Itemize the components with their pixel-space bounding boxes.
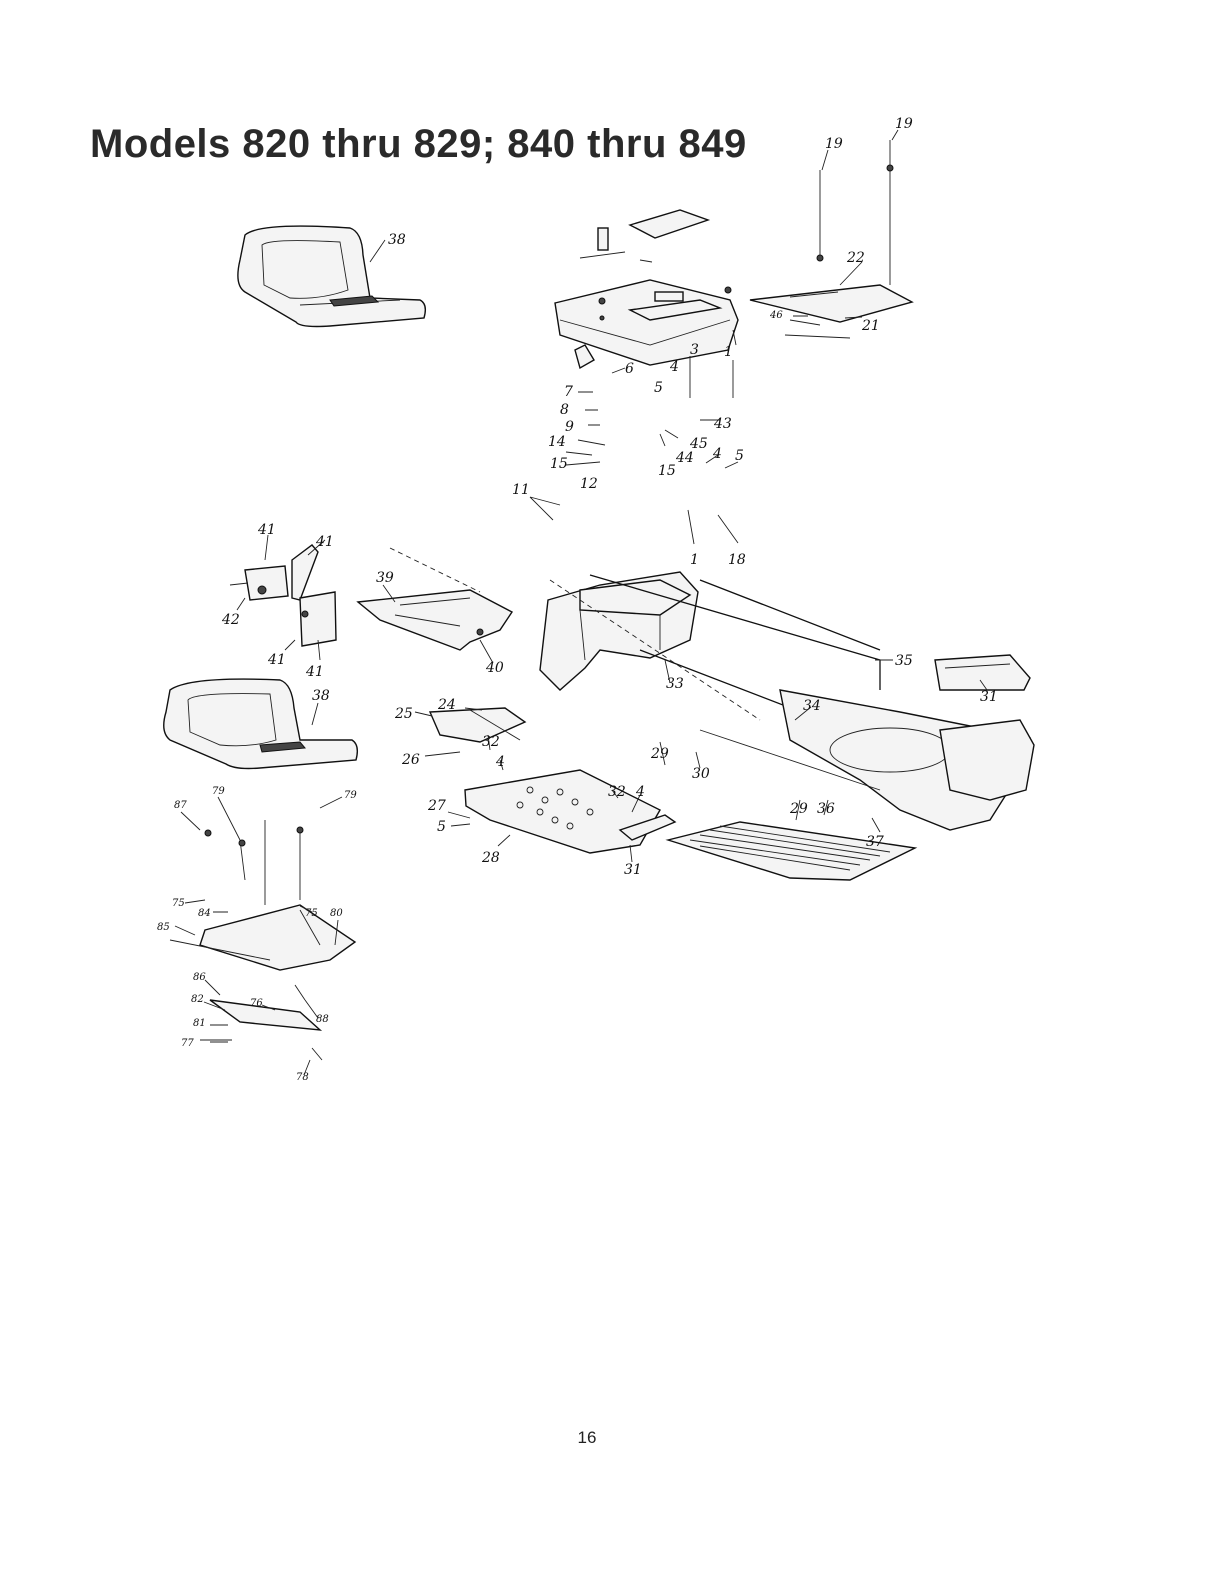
callout-28: 28: [481, 850, 500, 866]
callout-4b: 4: [712, 446, 722, 462]
fender: [539, 344, 699, 691]
callout-4c: 4: [495, 754, 505, 770]
callout-14: 14: [548, 434, 566, 450]
callout-40: 40: [485, 660, 504, 676]
callout-75b: 75: [305, 908, 318, 919]
callout-33: 33: [666, 676, 684, 692]
callout-21: 21: [861, 318, 880, 334]
callout-87: 87: [174, 800, 187, 811]
callout-4: 4: [669, 359, 679, 375]
callout-15b: 15: [658, 463, 676, 479]
callout-19b: 19: [895, 116, 913, 132]
callout-5c: 5: [437, 819, 446, 835]
callout-11: 11: [512, 482, 530, 498]
callout-38a: 38: [388, 232, 406, 248]
leader-lines: [174, 129, 988, 1076]
callout-80: 80: [330, 908, 343, 919]
callout-45: 45: [689, 436, 708, 452]
callout-42: 42: [221, 612, 240, 628]
callout-82: 82: [191, 994, 204, 1005]
callout-78: 78: [296, 1072, 309, 1083]
callout-36: 36: [817, 801, 835, 817]
callout-4d: 4: [635, 784, 645, 800]
page-number: 16: [577, 1428, 597, 1447]
callout-26: 26: [401, 752, 420, 768]
mount-plate: [749, 140, 914, 339]
callout-27: 27: [427, 798, 446, 814]
callout-37: 37: [866, 834, 884, 850]
callout-75a: 75: [172, 898, 185, 909]
seat-bracket: [229, 544, 337, 647]
callout-18: 18: [728, 552, 746, 568]
callout-12: 12: [580, 476, 598, 492]
callout-38b: 38: [312, 688, 330, 704]
callout-44: 44: [675, 450, 694, 466]
seat-upper: [237, 225, 427, 328]
callout-88: 88: [316, 1014, 329, 1025]
bracket-24: [428, 707, 527, 743]
callout-29a: 29: [650, 746, 669, 762]
callout-43: 43: [713, 416, 732, 432]
callout-31b: 31: [624, 862, 642, 878]
seat-hardware: [169, 820, 357, 1061]
callout-79b: 79: [344, 790, 357, 801]
callouts: 1 3 4 5 6 7 8 9 43 45 44 14 15 15 12 11 …: [157, 116, 998, 1083]
callout-30: 30: [692, 766, 710, 782]
callout-19a: 19: [825, 136, 843, 152]
callout-41b: 41: [315, 534, 334, 550]
main-frame: [549, 574, 1035, 831]
callout-41d: 41: [305, 664, 324, 680]
page-title: Models 820 thru 829; 840 thru 849: [90, 122, 747, 166]
callout-32a: 32: [482, 734, 500, 750]
callout-86: 86: [193, 972, 206, 983]
callout-1: 1: [724, 344, 733, 360]
callout-6: 6: [625, 361, 634, 377]
callout-24: 24: [437, 697, 456, 713]
footrest-mat: [665, 821, 918, 881]
callout-34: 34: [803, 698, 821, 714]
dash-panel: [554, 209, 739, 366]
callout-5: 5: [654, 380, 663, 396]
callout-77: 77: [181, 1038, 194, 1049]
callout-9: 9: [565, 419, 574, 435]
callout-29b: 29: [789, 801, 808, 817]
callout-15a: 15: [550, 456, 568, 472]
callout-8: 8: [560, 402, 569, 418]
callout-1b: 1: [690, 552, 699, 568]
callout-35: 35: [895, 653, 913, 669]
footrest-right: [934, 654, 1031, 691]
callout-22: 22: [846, 250, 865, 266]
callout-46: 46: [769, 310, 783, 321]
callout-81: 81: [193, 1018, 206, 1029]
callout-31a: 31: [980, 689, 998, 705]
callout-39: 39: [376, 570, 394, 586]
callout-41a: 41: [257, 522, 276, 538]
callout-84: 84: [198, 908, 211, 919]
callout-25: 25: [394, 706, 413, 722]
callout-76: 76: [250, 998, 263, 1009]
seat-plate: [356, 547, 514, 651]
callout-3: 3: [690, 342, 699, 358]
callout-85: 85: [157, 922, 170, 933]
callout-7: 7: [564, 384, 573, 400]
callout-5b: 5: [735, 448, 744, 464]
floor-plate: [464, 769, 677, 854]
callout-79a: 79: [212, 786, 225, 797]
callout-32b: 32: [608, 784, 626, 800]
seat-lower: [163, 678, 359, 770]
callout-41c: 41: [267, 652, 286, 668]
